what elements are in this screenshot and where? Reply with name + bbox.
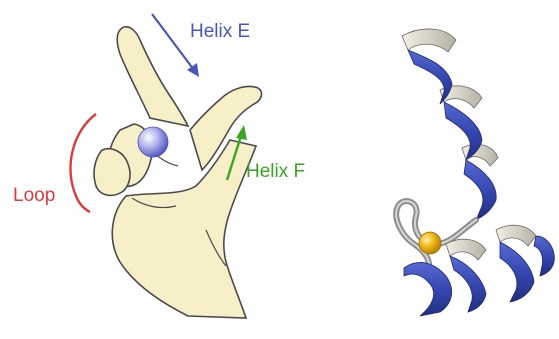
calcium-ion-sphere	[419, 232, 441, 254]
helix-ribbon-front	[534, 236, 554, 276]
hand-index-finger	[117, 27, 188, 126]
ef-hand-ribbon-structure	[396, 29, 554, 316]
helix-ribbon-front	[450, 256, 486, 312]
helix-ribbon-front	[408, 50, 452, 104]
helix-ribbon-front	[464, 160, 496, 220]
helix-e-label: Helix E	[190, 22, 250, 41]
loop-label: Loop	[13, 186, 55, 205]
loop-arc	[70, 114, 96, 212]
helix-ribbon-back	[402, 29, 456, 52]
calcium-ion-sphere	[138, 127, 168, 157]
helix-f-label: Helix F	[246, 162, 305, 181]
helix-ribbon-front	[404, 262, 452, 316]
helix-ribbon-front	[500, 242, 534, 302]
hand-model	[70, 14, 261, 318]
